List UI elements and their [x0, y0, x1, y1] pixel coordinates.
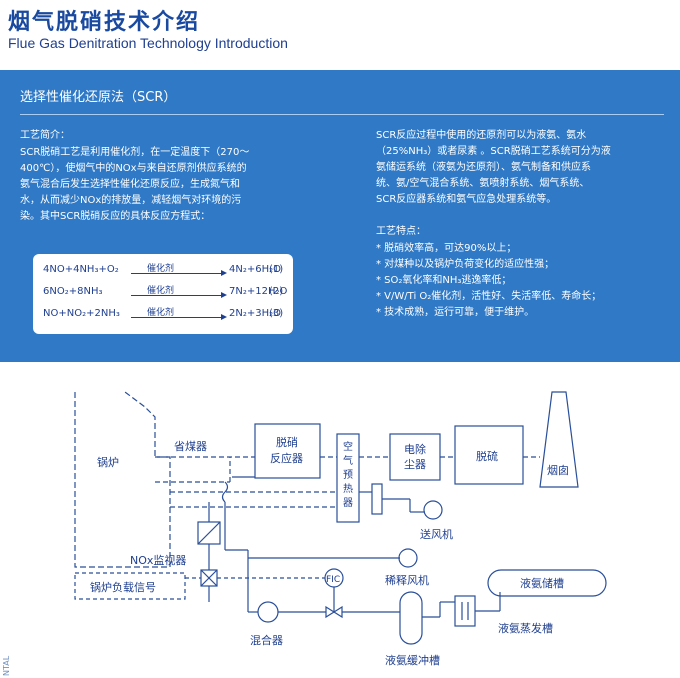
arrow-icon — [131, 270, 227, 276]
features-heading: 工艺特点： — [376, 226, 426, 237]
fgd-label: 脱硫 — [476, 449, 498, 463]
process-detail: SCR反应过程中使用的还原剂可以为液氨、氨水 （25%NH₃）或者尿素 。SCR… — [376, 128, 666, 321]
intro-line: 染。其中SCR脱硝反应的具体反应方程式： — [20, 211, 211, 222]
esp-label: 尘器 — [404, 458, 426, 471]
esp-label: 电除 — [404, 442, 426, 456]
arrow-icon — [131, 314, 227, 320]
intro-line: 水，从而减少NOx的排放量，减轻烟气对环境的污 — [20, 195, 242, 206]
detail-line: 统、氨/空气混合系统、氨喷射系统、烟气系统、 — [376, 178, 590, 189]
economizer-label: 省煤器 — [174, 440, 207, 453]
equation-number: (2) — [269, 286, 284, 297]
arrow-icon — [131, 292, 227, 298]
feature-item: * 对煤种以及锅炉负荷变化的适应性强； — [376, 259, 555, 270]
scr-process-diagram: 锅炉 省煤器 脱硝 反应器 电除 尘器 脱硫 烟囱 送风机 NOx监视器 锅炉负… — [74, 391, 607, 667]
damper-box — [371, 483, 383, 515]
equation-row: 6NO₂+8NH₃ 催化剂 7N₂+12H₂O (2) — [43, 286, 293, 302]
mixer-label: 混合器 — [250, 633, 283, 647]
boiler-outline — [74, 391, 171, 568]
reactor-label: 反应器 — [270, 451, 303, 465]
process-intro-heading: 工艺简介： — [20, 130, 70, 141]
air-preheater-label: 空气预热器 — [343, 440, 353, 509]
feature-item: * V/W/Ti O₂催化剂，活性好、失活率低、寿命长； — [376, 291, 602, 302]
mixer-circle — [257, 601, 279, 623]
air-preheater-box — [336, 433, 360, 523]
fan-circle — [423, 500, 443, 520]
header: 烟气脱硝技术介绍 Flue Gas Denitration Technology… — [0, 0, 680, 70]
equation-reactants: 6NO₂+8NH₃ — [43, 286, 103, 297]
intro-line: 400℃），使烟气中的NOx与来自还原剂供应系统的 — [20, 163, 247, 174]
equation-row: NO+NO₂+2NH₃ 催化剂 2N₂+3H₂O (3) — [43, 308, 293, 324]
intro-line: 氨气混合后发生选择性催化还原反应，生成氮气和 — [20, 179, 240, 190]
evaporator-box — [454, 595, 476, 627]
intro-line: SCR脱硝工艺是利用催化剂，在一定温度下（270～ — [20, 147, 250, 158]
section-divider — [20, 114, 664, 115]
fan-label: 送风机 — [420, 527, 453, 541]
detail-line: SCR反应器系统和氨气应急处理系统等。 — [376, 194, 557, 205]
equation-products: 2N₂+3H₂O — [229, 308, 281, 319]
reactor-label: 脱硝 — [276, 435, 298, 449]
process-intro: 工艺简介： SCR脱硝工艺是利用催化剂，在一定温度下（270～ 400℃），使烟… — [20, 128, 325, 225]
load-signal-label: 锅炉负载信号 — [90, 580, 156, 594]
detail-line: （25%NH₃）或者尿素 。SCR脱硝工艺系统可分为液 — [376, 146, 611, 157]
dilution-fan-circle — [398, 548, 418, 568]
equation-catalyst: 催化剂 — [147, 286, 175, 296]
chimney-label: 烟囱 — [547, 463, 569, 477]
feature-item: * 技术成熟，运行可靠，便于维护。 — [376, 307, 535, 318]
equation-number: (3) — [269, 308, 284, 319]
feature-item: * 脱硝效率高，可达90%以上； — [376, 243, 517, 254]
side-text: NTAL — [2, 655, 11, 676]
dilution-fan-label: 稀释风机 — [385, 573, 429, 587]
buffer-tank — [399, 591, 423, 645]
equation-box: 4NO+4NH₃+O₂ 催化剂 4N₂+6H₂O (1) 6NO₂+8NH₃ 催… — [33, 254, 293, 334]
equation-catalyst: 催化剂 — [147, 308, 175, 318]
equation-products: 4N₂+6H₂O — [229, 264, 281, 275]
detail-line: 氨储运系统（液氨为还原剂）、氨气制备和供应系 — [376, 162, 591, 173]
section-title: 选择性催化还原法（SCR） — [20, 90, 177, 105]
equation-catalyst: 催化剂 — [147, 264, 175, 274]
storage-tank — [487, 569, 607, 597]
detail-line: SCR反应过程中使用的还原剂可以为液氨、氨水 — [376, 130, 587, 141]
esp-box — [389, 433, 441, 481]
fgd-box — [454, 425, 524, 485]
storage-tank-label: 液氨储槽 — [520, 576, 564, 590]
page-title-cn: 烟气脱硝技术介绍 — [8, 10, 201, 35]
equation-reactants: 4NO+4NH₃+O₂ — [43, 264, 119, 275]
page-title-en: Flue Gas Denitration Technology Introduc… — [8, 35, 288, 51]
equation-row: 4NO+4NH₃+O₂ 催化剂 4N₂+6H₂O (1) — [43, 264, 293, 280]
nox-monitor-label: NOx监视器 — [130, 553, 186, 567]
equation-products: 7N₂+12H₂O — [229, 286, 288, 297]
equation-reactants: NO+NO₂+2NH₃ — [43, 308, 120, 319]
feature-item: * SO₂氧化率和NH₃逃逸率低； — [376, 275, 512, 286]
evaporator-label: 液氨蒸发槽 — [498, 621, 553, 635]
boiler-label: 锅炉 — [97, 456, 119, 469]
fic-label: FIC — [326, 575, 340, 585]
equation-number: (1) — [269, 264, 284, 275]
buffer-tank-label: 液氨缓冲槽 — [385, 653, 440, 667]
chimney-outline — [539, 391, 579, 488]
load-signal-box — [74, 572, 186, 600]
reactor-box — [254, 423, 321, 479]
